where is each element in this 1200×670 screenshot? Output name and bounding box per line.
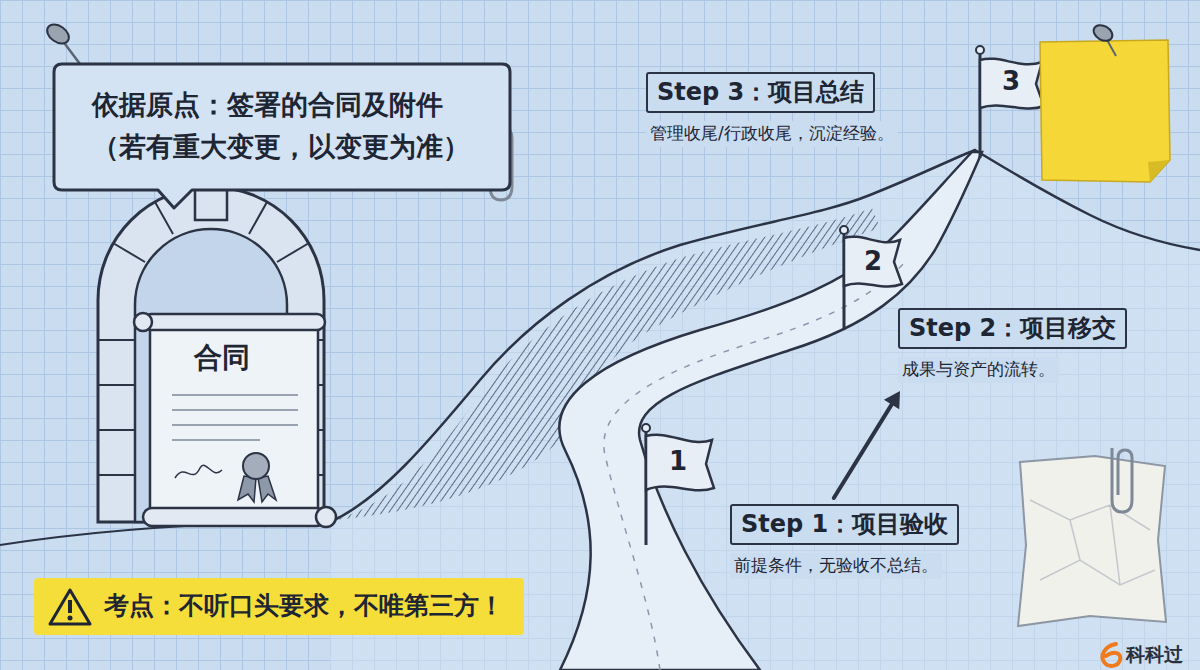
node-body: 管理收尾/行政收尾，沉淀经验。 — [646, 121, 898, 147]
step-card: Step 1：项目验收前提条件，无验收不总结。 — [724, 498, 968, 587]
paperclip — [1112, 448, 1132, 512]
warning-icon — [48, 587, 92, 627]
text-line — [172, 424, 298, 426]
text-line — [172, 394, 298, 396]
node-heading: Step 2：项目移交 — [898, 308, 1127, 349]
seal — [243, 453, 269, 479]
flag-number: 1 — [669, 446, 687, 477]
contract-scroll: 合同 — [190, 336, 256, 383]
stone-arch — [98, 187, 324, 522]
scroll-sheet — [150, 325, 318, 515]
stone-line — [249, 202, 267, 234]
arrow-head — [884, 391, 900, 409]
node-heading: 考点：不听口头要求，不唯第三方！ — [104, 588, 506, 623]
note-fold — [1148, 160, 1170, 182]
flag-number: 3 — [1002, 66, 1020, 97]
scroll-roll — [143, 508, 325, 526]
road — [559, 152, 982, 670]
stone-line — [113, 243, 145, 262]
scroll-curl — [134, 313, 152, 331]
flag — [844, 237, 902, 287]
node-heading: 依据原点：签署的合同及附件 — [92, 84, 472, 126]
crumpled-paper — [1018, 456, 1166, 626]
scroll-roll — [143, 314, 325, 330]
flag — [980, 59, 1044, 109]
sticky-note — [1040, 40, 1170, 182]
arrow-shaft — [834, 405, 892, 498]
pushpin — [1091, 22, 1115, 44]
paper-creases — [1030, 500, 1155, 585]
warning-band: 考点：不听口头要求，不唯第三方！ — [34, 578, 524, 635]
flag — [646, 435, 714, 491]
speech-bubble: 依据原点：签署的合同及附件（若有重大变更，以变更为准） — [52, 62, 512, 192]
warning-triangle — [50, 590, 90, 624]
flag-number: 2 — [864, 246, 882, 277]
node-heading: 合同 — [194, 340, 252, 376]
bubble-shape — [54, 64, 510, 208]
node-body: （若有重大变更，以变更为准） — [92, 126, 472, 168]
stone-line — [98, 429, 135, 431]
logo-icon — [1103, 644, 1121, 666]
logo-text: 科科过 — [1126, 642, 1183, 667]
pole-tip — [840, 226, 848, 234]
pushpin — [44, 21, 73, 48]
stone-line — [277, 243, 309, 262]
node-heading: Step 1：项目验收 — [730, 504, 959, 545]
step-card: Step 3：项目总结管理收尾/行政收尾，沉淀经验。 — [640, 66, 906, 155]
node-heading: Step 3：项目总结 — [646, 72, 875, 113]
pole-tip — [976, 46, 984, 54]
road-center — [604, 262, 905, 670]
exclamation-dot — [68, 615, 73, 620]
text-line — [172, 409, 298, 411]
stone-line — [98, 474, 135, 476]
seal-ribbon — [238, 476, 256, 502]
pole-tip — [642, 424, 650, 432]
node-body: 前提条件，无验收不总结。 — [730, 553, 942, 579]
stone-line — [155, 202, 173, 234]
scroll-lines — [172, 395, 298, 440]
stone-line — [98, 384, 135, 386]
flow-arrow — [834, 391, 900, 498]
step-card: Step 2：项目移交成果与资产的流转。 — [892, 302, 1136, 391]
node-body: 成果与资产的流转。 — [898, 357, 1059, 383]
exclamation-bar — [68, 600, 72, 613]
signature — [175, 465, 222, 478]
scroll-curl — [316, 507, 336, 527]
seal-ribbon — [258, 476, 276, 502]
text-line — [172, 439, 260, 441]
stone-line — [98, 339, 135, 341]
